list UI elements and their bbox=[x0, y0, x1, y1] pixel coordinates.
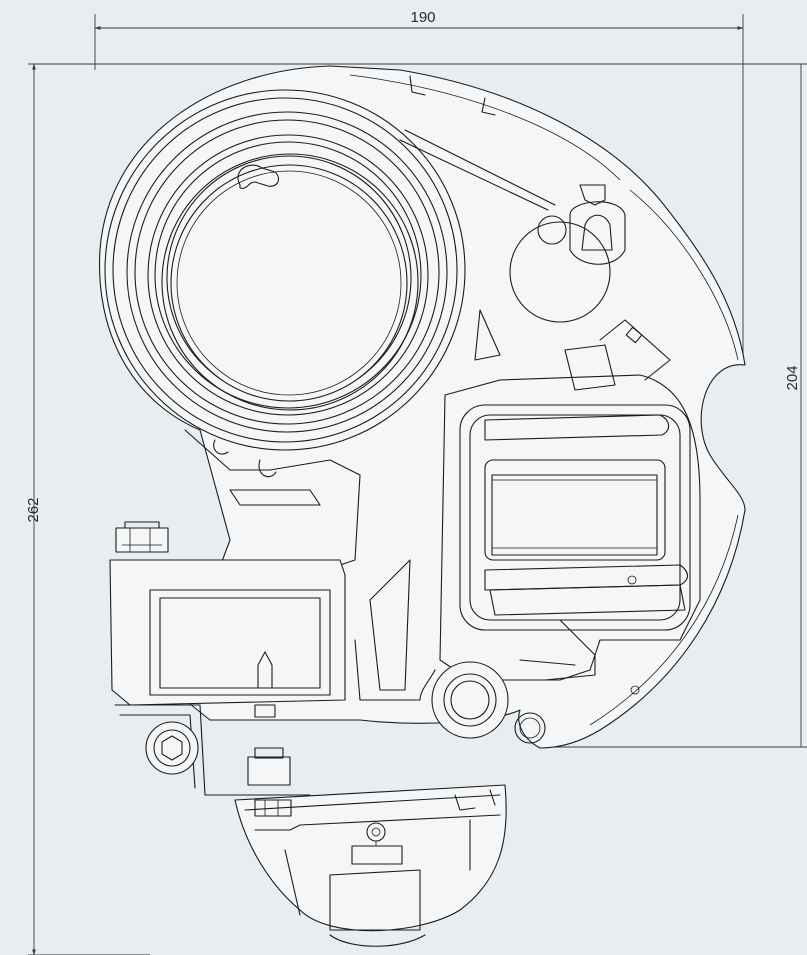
dimension-right: 204 bbox=[552, 64, 807, 748]
dimension-width-label: 190 bbox=[410, 9, 435, 26]
dimension-height-total-label: 262 bbox=[25, 497, 42, 522]
sensor-housing bbox=[234, 747, 507, 947]
pulley bbox=[431, 661, 546, 744]
left-bracket bbox=[109, 521, 346, 796]
coil-spring bbox=[104, 89, 556, 451]
dimension-top: 190 bbox=[94, 9, 744, 365]
motor bbox=[439, 319, 701, 695]
dimension-left: 262 bbox=[25, 63, 807, 955]
dimension-height-right-label: 204 bbox=[784, 365, 801, 390]
top-clip bbox=[409, 75, 626, 323]
